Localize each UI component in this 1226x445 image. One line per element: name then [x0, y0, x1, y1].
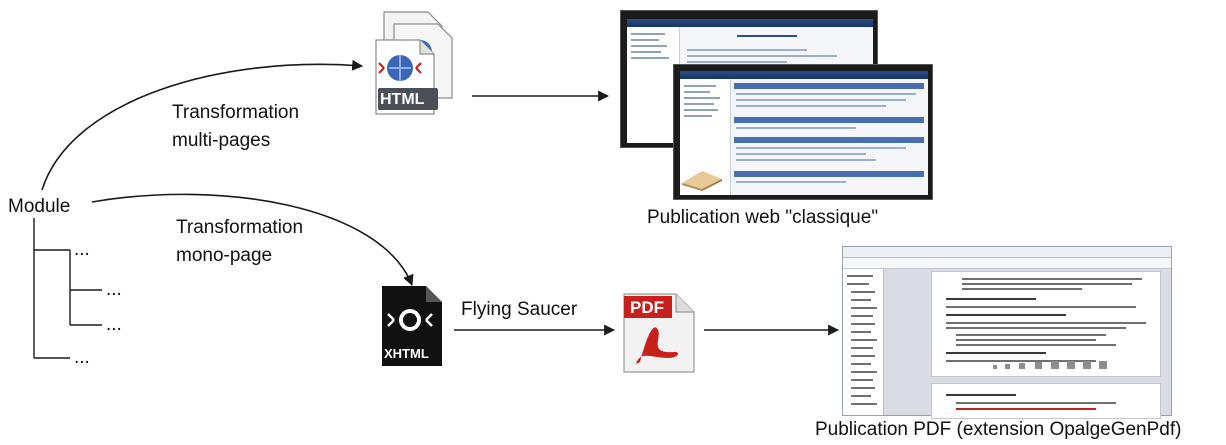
xhtml-icon-text: XHTML [384, 346, 429, 361]
tree-item-3: ... [106, 314, 122, 335]
arrow-module-to-xhtml [91, 193, 414, 287]
web-screenshot-front [673, 64, 933, 200]
arrow-module-to-html [41, 59, 364, 191]
book-image [682, 171, 722, 191]
transformation-multi-line2: multi-pages [172, 130, 271, 151]
tree-item-2: ... [106, 279, 122, 300]
transformation-mono-line1: Transformation [176, 217, 304, 238]
publication-web-caption: Publication web "classique" [647, 207, 879, 228]
module-label: Module [8, 196, 71, 217]
pdf-viewer-screenshot [842, 246, 1172, 419]
tree-item-1: ... [74, 239, 90, 260]
tree-item-4: ... [74, 347, 90, 368]
module-tree [33, 218, 102, 359]
xhtml-document-icon [382, 286, 442, 366]
pdf-document-icon [623, 293, 695, 373]
transformation-multi-line1: Transformation [172, 102, 300, 123]
publication-pdf-caption: Publication PDF (extension OpalgeGenPdf) [815, 419, 1182, 440]
flying-saucer-label: Flying Saucer [461, 299, 578, 320]
transformation-mono-line2: mono-page [176, 245, 273, 266]
html-icon-text: HTML [380, 91, 425, 108]
html-document-icon [375, 11, 453, 115]
pdf-icon-text: PDF [630, 298, 664, 317]
